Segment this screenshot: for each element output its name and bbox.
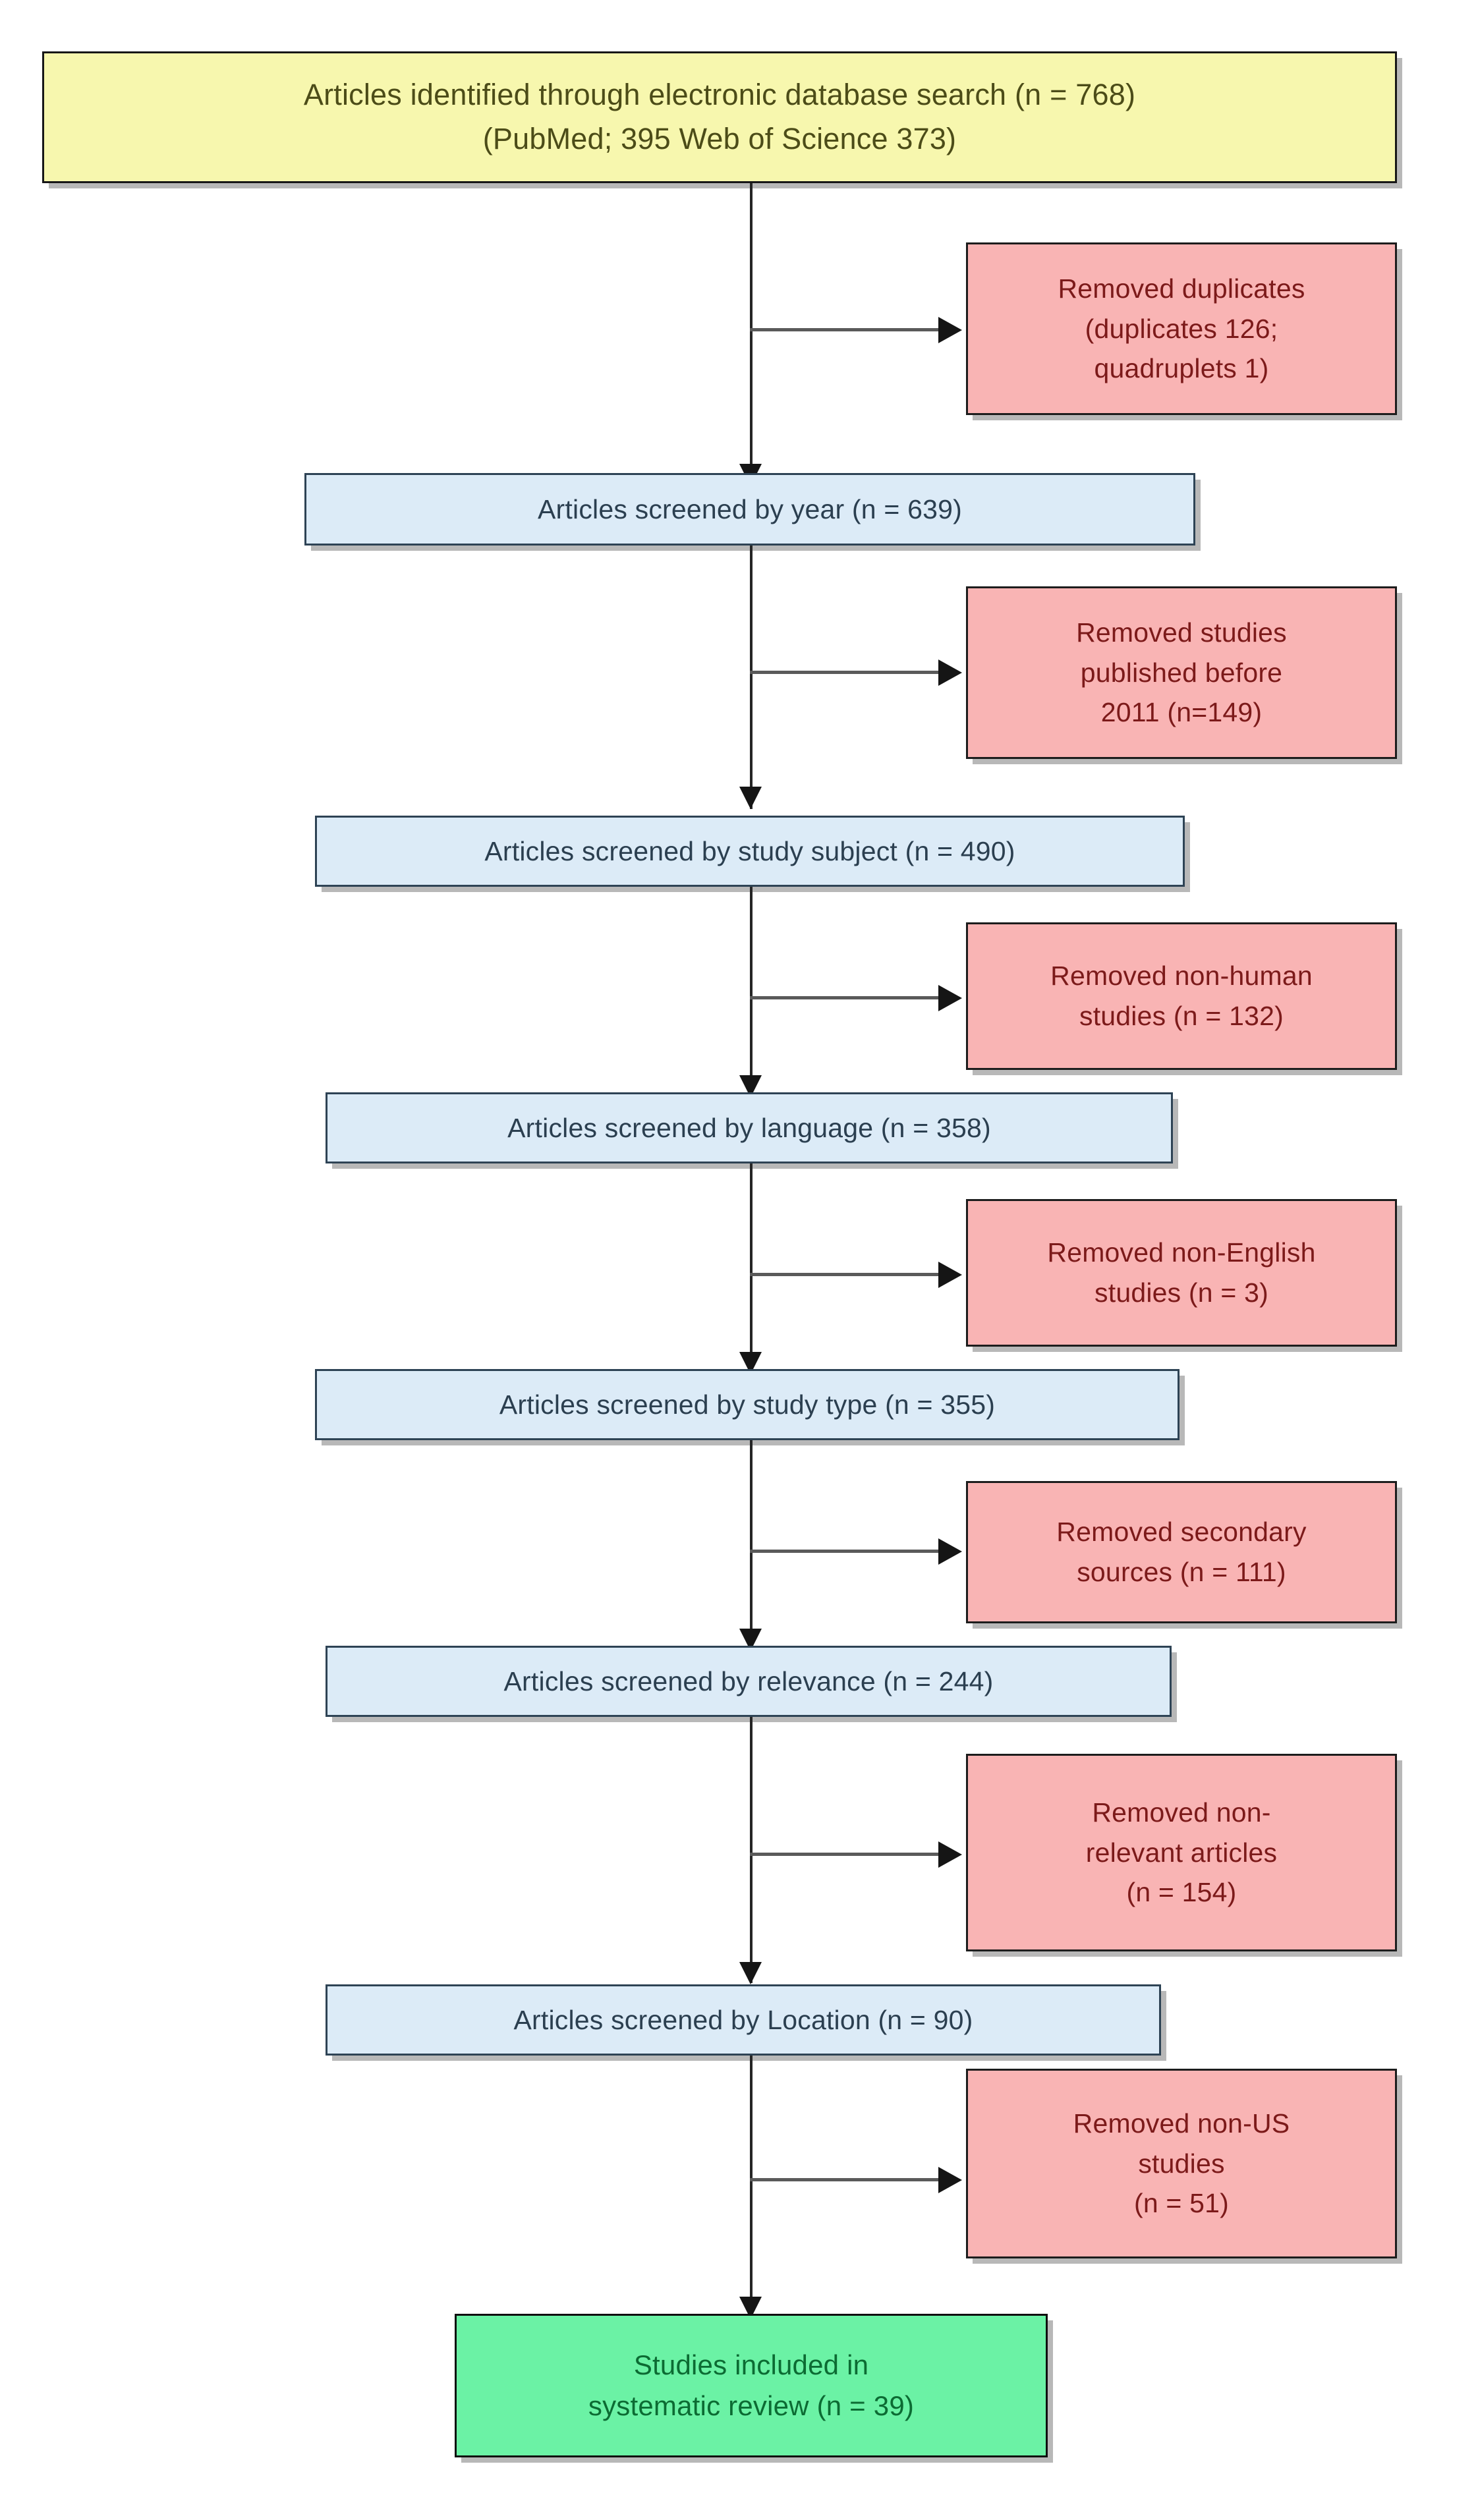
node-removed-non-relevant: Removed non- relevant articles (n = 154): [966, 1754, 1397, 1951]
node-screened-by-study-type-label: Articles screened by study type (n = 355…: [499, 1389, 996, 1420]
node-removed-non-relevant-line-3: (n = 154): [1126, 1877, 1237, 1908]
node-screened-by-study-subject: Articles screened by study subject (n = …: [315, 816, 1185, 887]
connector-vertical-3: [750, 887, 753, 1098]
node-removed-non-us: Removed non-US studies (n = 51): [966, 2069, 1397, 2258]
node-studies-included-line-2: systematic review (n = 39): [588, 2390, 915, 2421]
node-removed-non-english-line-2: studies (n = 3): [1094, 1277, 1268, 1308]
node-removed-secondary-sources: Removed secondary sources (n = 111): [966, 1481, 1397, 1623]
node-removed-before-2011-line-2: published before: [1080, 657, 1283, 688]
connector-vertical-5: [750, 1440, 753, 1651]
connector-vertical-2: [750, 546, 753, 809]
node-removed-before-2011: Removed studies published before 2011 (n…: [966, 586, 1397, 759]
node-screened-by-year: Articles screened by year (n = 639): [304, 473, 1195, 546]
node-screened-by-location: Articles screened by Location (n = 90): [326, 1984, 1161, 2056]
connector-horizontal-4: [750, 1273, 948, 1276]
node-removed-non-relevant-line-2: relevant articles: [1085, 1837, 1278, 1868]
arrow-right-5: [938, 1538, 962, 1565]
node-removed-non-human: Removed non-human studies (n = 132): [966, 922, 1397, 1070]
node-screened-by-study-subject-label: Articles screened by study subject (n = …: [484, 835, 1015, 866]
node-removed-non-relevant-line-1: Removed non-: [1092, 1797, 1271, 1828]
node-identification: Articles identified through electronic d…: [42, 51, 1397, 183]
node-removed-duplicates-line-1: Removed duplicates: [1058, 273, 1305, 304]
node-removed-before-2011-line-3: 2011 (n=149): [1100, 697, 1263, 728]
node-screened-by-relevance: Articles screened by relevance (n = 244): [326, 1646, 1172, 1717]
connector-vertical-1: [750, 183, 753, 486]
node-removed-secondary-sources-line-2: sources (n = 111): [1077, 1557, 1286, 1587]
node-studies-included-line-1: Studies included in: [633, 2349, 869, 2380]
node-removed-duplicates-line-3: quadruplets 1): [1094, 353, 1269, 384]
connector-vertical-7: [750, 2056, 753, 2319]
arrow-down-2: [739, 787, 762, 809]
node-removed-non-us-line-2: studies: [1138, 2148, 1225, 2179]
arrow-right-1: [938, 317, 962, 343]
arrow-right-3: [938, 985, 962, 1011]
node-screened-by-year-label: Articles screened by year (n = 639): [538, 493, 962, 524]
node-screened-by-relevance-label: Articles screened by relevance (n = 244): [503, 1666, 994, 1696]
node-screened-by-study-type: Articles screened by study type (n = 355…: [315, 1369, 1180, 1440]
arrow-right-4: [938, 1262, 962, 1288]
node-removed-before-2011-line-1: Removed studies: [1076, 617, 1287, 648]
node-removed-non-english: Removed non-English studies (n = 3): [966, 1199, 1397, 1347]
node-studies-included: Studies included in systematic review (n…: [455, 2314, 1048, 2457]
arrow-down-6: [739, 1962, 762, 1984]
arrow-right-7: [938, 2167, 962, 2193]
node-screened-by-location-label: Articles screened by Location (n = 90): [513, 2004, 973, 2035]
connector-horizontal-3: [750, 996, 948, 999]
arrow-right-6: [938, 1841, 962, 1868]
arrow-right-2: [938, 659, 962, 686]
node-screened-by-language: Articles screened by language (n = 358): [326, 1092, 1173, 1163]
connector-horizontal-1: [750, 328, 948, 331]
connector-vertical-4: [750, 1163, 753, 1374]
connector-horizontal-7: [750, 2178, 948, 2181]
connector-horizontal-6: [750, 1853, 948, 1856]
node-removed-duplicates: Removed duplicates (duplicates 126; quad…: [966, 242, 1397, 415]
connector-vertical-6: [750, 1717, 753, 1983]
node-removed-non-us-line-3: (n = 51): [1133, 2188, 1230, 2219]
node-identification-line-2: (PubMed; 395 Web of Science 373): [482, 122, 957, 155]
node-screened-by-language-label: Articles screened by language (n = 358): [507, 1112, 991, 1143]
node-removed-secondary-sources-line-1: Removed secondary: [1056, 1517, 1307, 1548]
node-removed-non-human-line-1: Removed non-human: [1050, 961, 1313, 992]
node-removed-duplicates-line-2: (duplicates 126;: [1085, 313, 1278, 344]
node-removed-non-human-line-2: studies (n = 132): [1079, 1001, 1284, 1031]
node-removed-non-english-line-1: Removed non-English: [1047, 1237, 1316, 1268]
connector-horizontal-2: [750, 671, 948, 674]
connector-horizontal-5: [750, 1550, 948, 1553]
node-identification-line-1: Articles identified through electronic d…: [303, 78, 1136, 112]
node-removed-non-us-line-1: Removed non-US: [1073, 2108, 1290, 2139]
